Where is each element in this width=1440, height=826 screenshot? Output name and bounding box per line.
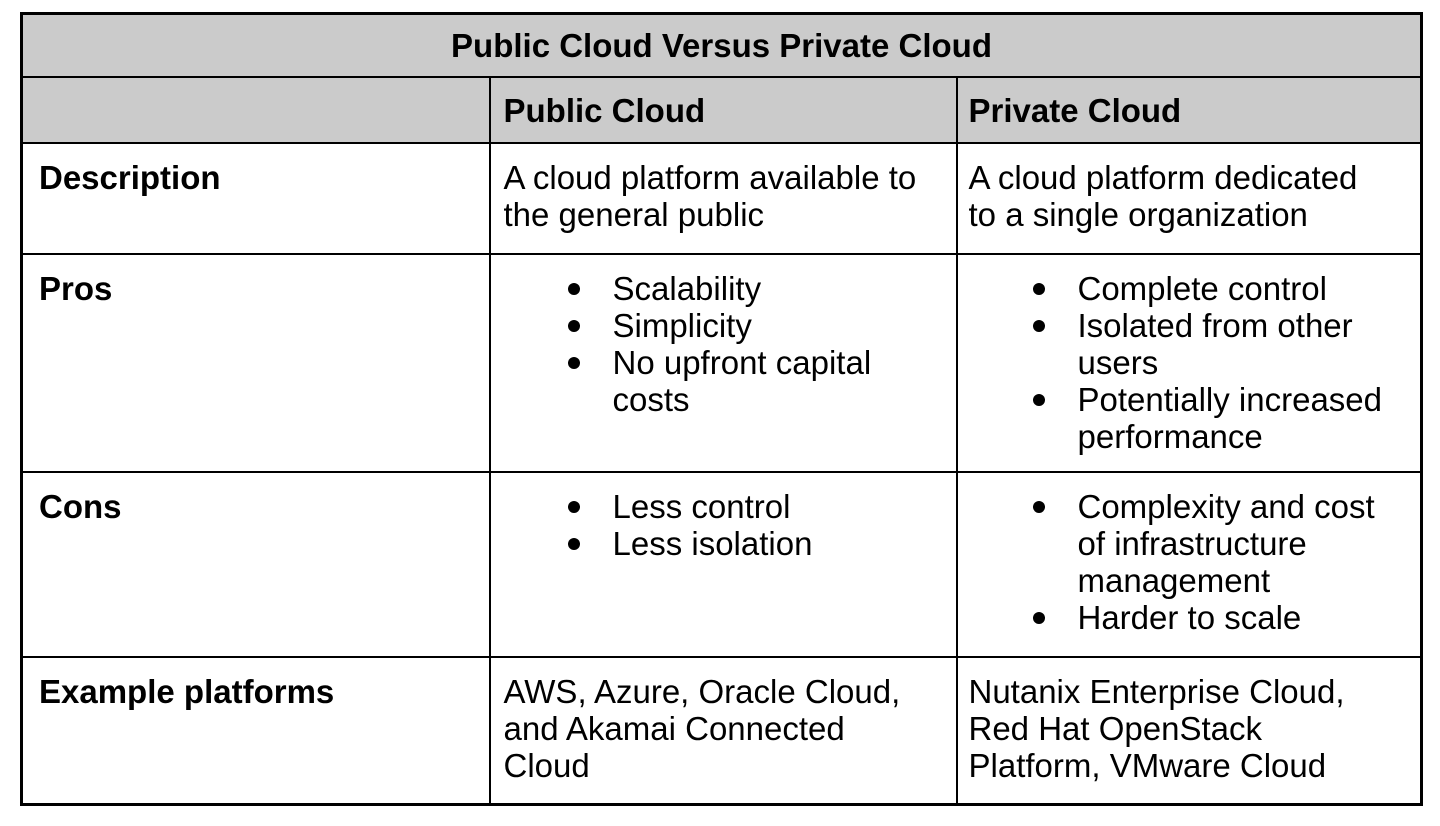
row-label-example-platforms: Example platforms bbox=[20, 656, 491, 806]
example-platforms-public-cloud: AWS, Azure, Oracle Cloud, and Akamai Con… bbox=[488, 656, 958, 806]
description-public-cloud: A cloud platform available to the genera… bbox=[488, 142, 958, 255]
list-item: Harder to scale bbox=[1032, 599, 1395, 636]
table-row-pros: Pros Scalability Simplicity No upfront c… bbox=[20, 253, 1423, 473]
list-item: Less isolation bbox=[567, 525, 931, 562]
list-item: Scalability bbox=[567, 270, 931, 307]
row-label-description: Description bbox=[20, 142, 491, 255]
list-item: Simplicity bbox=[567, 307, 931, 344]
pros-private-cloud: Complete control Isolated from other use… bbox=[955, 253, 1423, 473]
pros-public-cloud-list: Scalability Simplicity No upfront capita… bbox=[504, 270, 931, 418]
column-header-private-cloud: Private Cloud bbox=[955, 76, 1423, 144]
pros-public-cloud: Scalability Simplicity No upfront capita… bbox=[488, 253, 958, 473]
column-header-public-cloud: Public Cloud bbox=[488, 76, 958, 144]
cons-private-cloud: Complexity and cost of infrastructure ma… bbox=[955, 471, 1423, 658]
column-header-row: Public Cloud Private Cloud bbox=[20, 76, 1423, 144]
table-row-cons: Cons Less control Less isolation Complex… bbox=[20, 471, 1423, 658]
cons-private-cloud-list: Complexity and cost of infrastructure ma… bbox=[969, 488, 1395, 636]
public-vs-private-cloud-table: Public Cloud Versus Private Cloud Public… bbox=[20, 12, 1424, 806]
example-platforms-private-cloud: Nutanix Enterprise Cloud, Red Hat OpenSt… bbox=[955, 656, 1423, 806]
table-title: Public Cloud Versus Private Cloud bbox=[20, 12, 1423, 78]
list-item: Complexity and cost of infrastructure ma… bbox=[1032, 488, 1395, 599]
cons-public-cloud-list: Less control Less isolation bbox=[504, 488, 931, 562]
table-row-description: Description A cloud platform available t… bbox=[20, 142, 1423, 255]
list-item: No upfront capital costs bbox=[567, 344, 931, 418]
column-header-blank bbox=[20, 76, 491, 144]
table-title-row: Public Cloud Versus Private Cloud bbox=[20, 12, 1423, 78]
pros-private-cloud-list: Complete control Isolated from other use… bbox=[969, 270, 1395, 455]
list-item: Less control bbox=[567, 488, 931, 525]
row-label-cons: Cons bbox=[20, 471, 491, 658]
list-item: Complete control bbox=[1032, 270, 1395, 307]
description-private-cloud: A cloud platform dedicated to a single o… bbox=[955, 142, 1423, 255]
row-label-pros: Pros bbox=[20, 253, 491, 473]
list-item: Isolated from other users bbox=[1032, 307, 1395, 381]
cons-public-cloud: Less control Less isolation bbox=[488, 471, 958, 658]
list-item: Potentially increased performance bbox=[1032, 381, 1395, 455]
table-row-example-platforms: Example platforms AWS, Azure, Oracle Clo… bbox=[20, 656, 1423, 806]
